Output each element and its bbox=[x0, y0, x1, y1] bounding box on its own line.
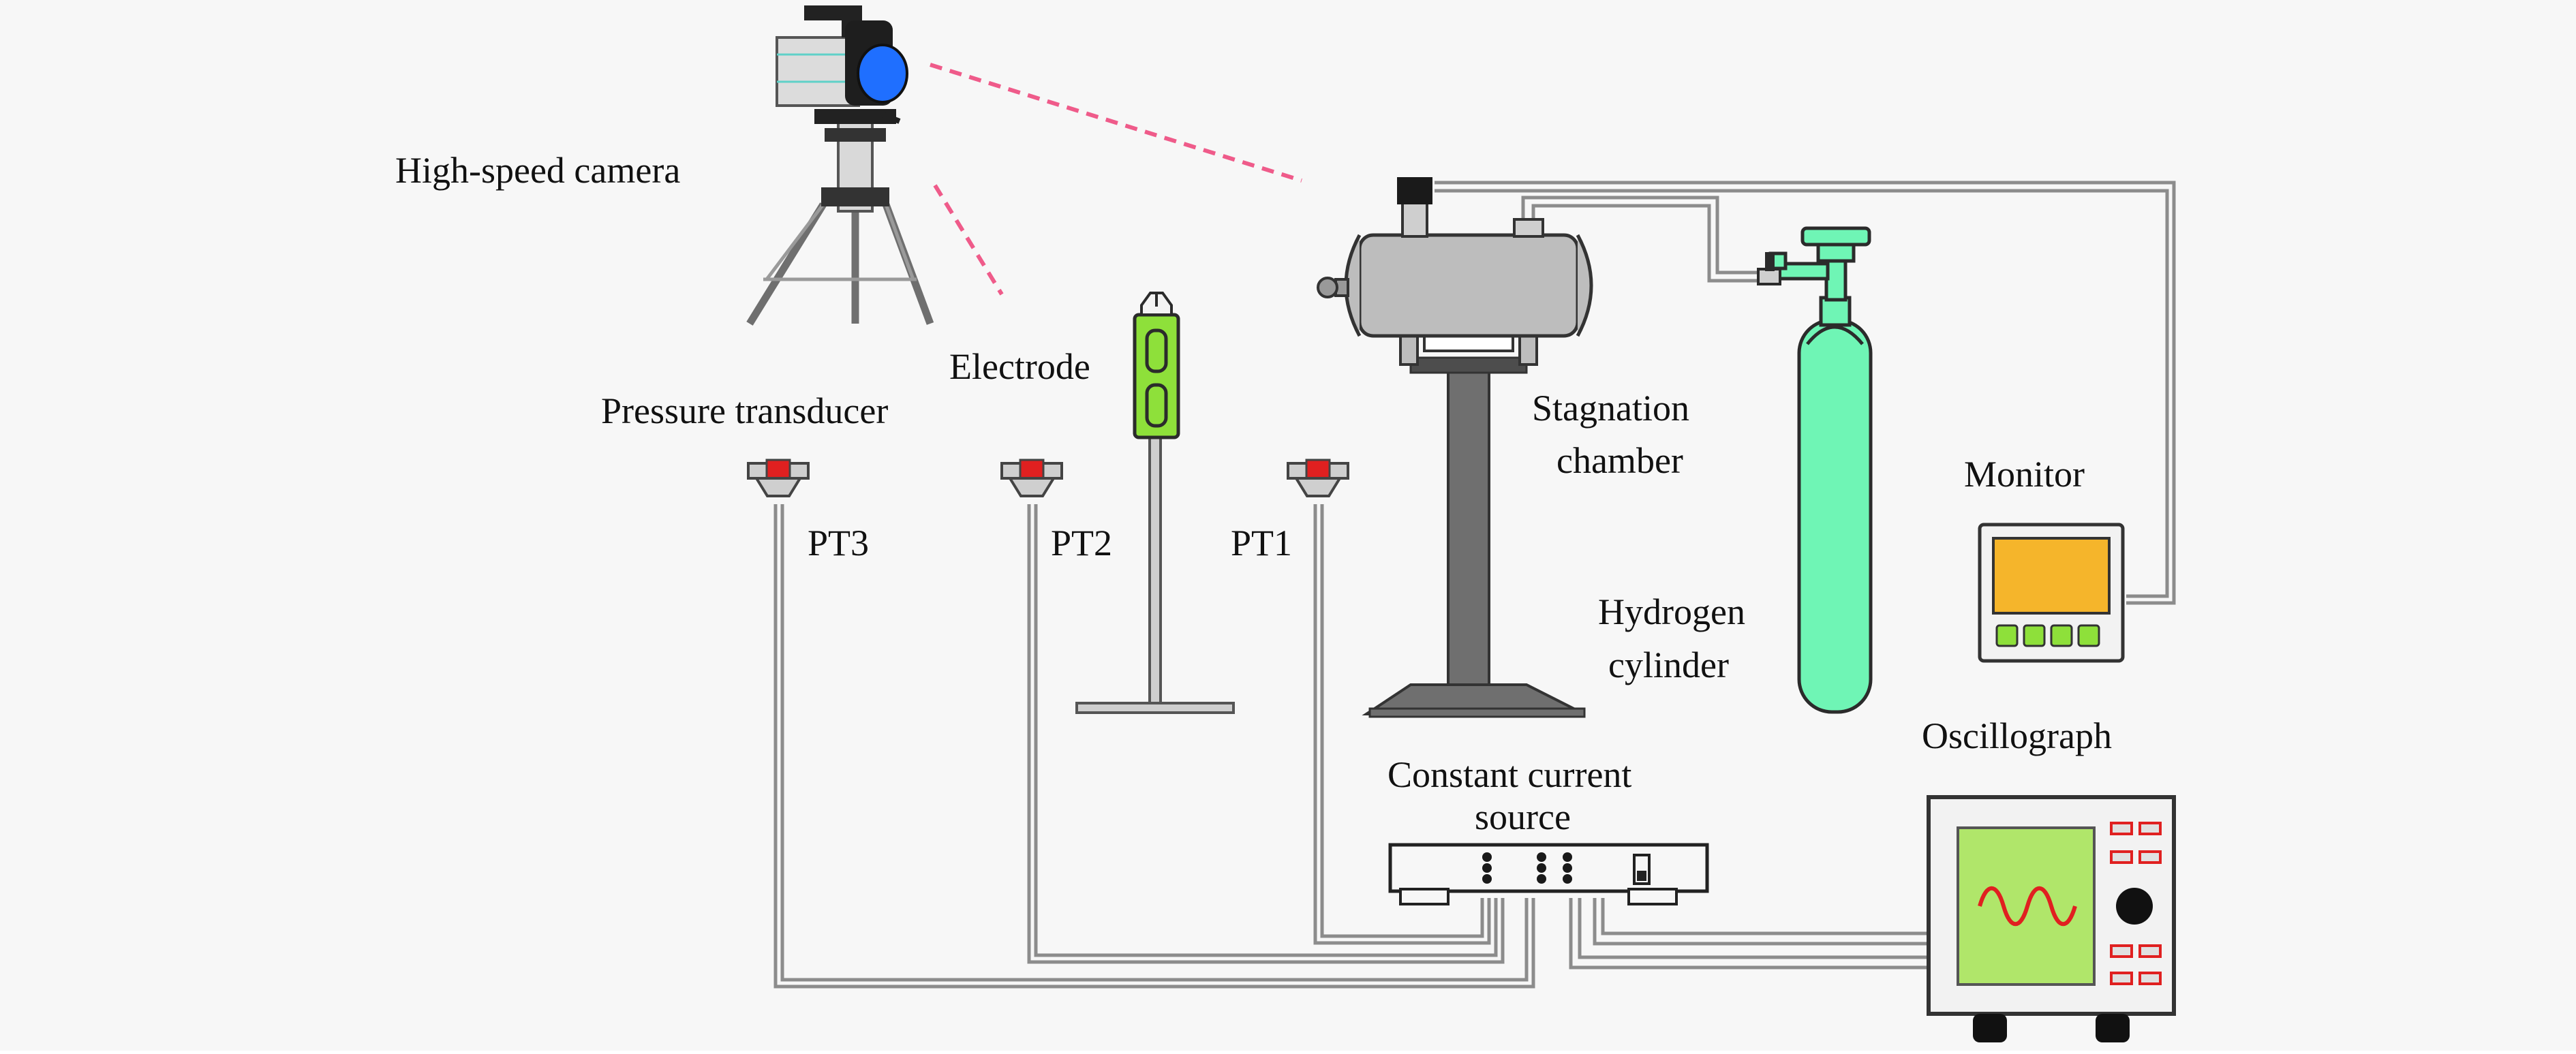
cylinder-body bbox=[1797, 318, 1873, 714]
chamber-inlet-valve bbox=[1513, 218, 1544, 238]
wire-source-osc-2 bbox=[1578, 898, 1935, 959]
electrode-rod bbox=[1148, 435, 1162, 710]
wire-source-osc-3 bbox=[1593, 898, 1935, 946]
label-pressure-transducer: Pressure transducer bbox=[601, 390, 888, 431]
electrode bbox=[1075, 292, 1235, 714]
wire-source-osc-1 bbox=[1569, 898, 1935, 970]
electrode-base bbox=[1075, 702, 1235, 714]
monitor-button-3 bbox=[2050, 624, 2073, 647]
constant-current-source bbox=[1388, 843, 1709, 905]
cylinder-neck bbox=[1819, 296, 1852, 327]
oscillograph-knob-icon bbox=[2116, 888, 2153, 925]
hydrogen-cylinder bbox=[1757, 226, 1873, 714]
label-high-speed-camera: High-speed camera bbox=[395, 150, 680, 191]
tripod-head bbox=[814, 109, 896, 124]
monitor-button-2 bbox=[2023, 624, 2046, 647]
oscillograph-foot-left bbox=[1973, 1014, 2007, 1042]
chamber-stand-column bbox=[1447, 367, 1490, 686]
label-hydrogen-line2: cylinder bbox=[1608, 645, 1729, 685]
pressure-transducer-pt2 bbox=[1000, 459, 1063, 497]
chamber-stand-saddle bbox=[1409, 356, 1528, 374]
wire-pt3-inner bbox=[780, 504, 1529, 982]
wire-pt2 bbox=[1027, 504, 1505, 964]
label-pt1: PT1 bbox=[1231, 523, 1292, 563]
label-hydrogen-line1: Hydrogen bbox=[1598, 591, 1745, 632]
label-stagnation-line2: chamber bbox=[1557, 440, 1683, 481]
hose-chamber-cylinder-inner bbox=[1531, 204, 1758, 283]
monitor-device bbox=[1978, 523, 2125, 663]
oscillograph-foot-right bbox=[2096, 1014, 2130, 1042]
label-constant-current-line1: Constant current bbox=[1387, 754, 1631, 795]
oscillograph-device bbox=[1927, 795, 2176, 1042]
tripod-collar bbox=[825, 128, 886, 142]
monitor-button-1 bbox=[1995, 624, 2019, 647]
wire-source-osc-4 bbox=[1601, 898, 1935, 935]
pressure-transducer-pt3 bbox=[747, 459, 810, 497]
chamber-pressure-sensor bbox=[1397, 177, 1432, 204]
high-speed-camera bbox=[746, 5, 934, 326]
laser-beam-lower bbox=[933, 184, 1004, 296]
camera-lens-icon bbox=[857, 44, 908, 104]
wire-pt1-inner bbox=[1320, 504, 1484, 938]
wire-chamber-monitor bbox=[1435, 181, 2176, 605]
hose-chamber-cylinder bbox=[1521, 196, 1758, 275]
wire-pt3 bbox=[773, 504, 1535, 989]
label-stagnation-line1: Stagnation bbox=[1532, 388, 1689, 429]
diagram-labels: High-speed camera Electrode Pressure tra… bbox=[395, 150, 2112, 837]
label-pt3: PT3 bbox=[808, 523, 869, 563]
tripod-clamp bbox=[821, 187, 889, 206]
wire-pt2-inner bbox=[1034, 504, 1498, 957]
monitor-button-4 bbox=[2077, 624, 2100, 647]
wire-chamber-monitor-inner bbox=[1435, 189, 2169, 598]
source-chassis bbox=[1388, 843, 1709, 893]
label-monitor: Monitor bbox=[1964, 454, 2085, 495]
laser-beam-upper bbox=[930, 63, 1302, 183]
wire-pt1 bbox=[1313, 504, 1491, 945]
label-electrode: Electrode bbox=[949, 346, 1090, 387]
electrode-holder bbox=[1133, 313, 1180, 439]
pressure-transducer-pt1 bbox=[1287, 459, 1349, 497]
source-terminals bbox=[1482, 852, 1572, 884]
chamber-vessel bbox=[1358, 233, 1580, 338]
monitor-screen bbox=[1992, 537, 2111, 615]
stagnation-chamber bbox=[1317, 177, 1593, 718]
laser-beams bbox=[930, 63, 1302, 296]
cylinder-valve-handle-icon bbox=[1800, 226, 1871, 247]
oscillograph-buttons bbox=[2110, 822, 2162, 985]
label-oscillograph: Oscillograph bbox=[1922, 715, 2112, 756]
signal-wave-icon bbox=[1978, 886, 2077, 927]
signal-wiring bbox=[773, 181, 2176, 989]
label-constant-current-line2: source bbox=[1475, 796, 1571, 837]
chamber-valve-knob-icon bbox=[1317, 277, 1338, 298]
label-pt2: PT2 bbox=[1051, 523, 1112, 563]
